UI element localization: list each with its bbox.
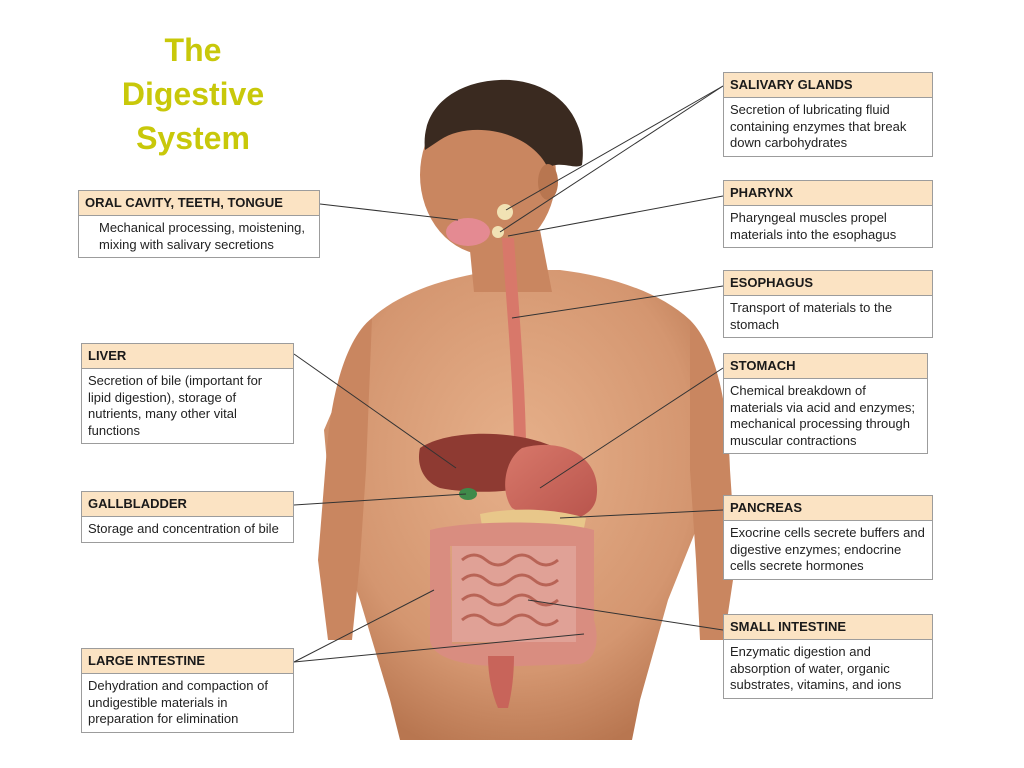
rectum [488, 656, 514, 708]
title-line-3: System [136, 120, 250, 156]
label-small-intestine: SMALL INTESTINE Enzymatic digestion and … [723, 614, 933, 699]
label-text: Storage and concentration of bile [88, 521, 279, 536]
label-heading: PANCREAS [724, 496, 932, 521]
label-stomach: STOMACH Chemical breakdown of materials … [723, 353, 928, 454]
ear [538, 164, 558, 200]
salivary-gland-2 [492, 226, 504, 238]
intestine-coils [461, 553, 559, 627]
label-heading: LIVER [82, 344, 293, 369]
label-text: Enzymatic digestion and absorption of wa… [730, 644, 902, 692]
label-pancreas: PANCREAS Exocrine cells secrete buffers … [723, 495, 933, 580]
label-liver: LIVER Secretion of bile (important for l… [81, 343, 294, 444]
label-text: Secretion of lubricating fluid containin… [730, 102, 907, 150]
leader-liver [293, 353, 457, 469]
esophagus-tube [502, 238, 526, 440]
label-heading: STOMACH [724, 354, 927, 379]
label-heading: SMALL INTESTINE [724, 615, 932, 640]
label-esophagus: ESOPHAGUS Transport of materials to the … [723, 270, 933, 338]
label-heading: ORAL CAVITY, TEETH, TONGUE [79, 191, 319, 216]
label-text: Secretion of bile (important for lipid d… [88, 373, 263, 438]
label-text: Dehydration and compaction of undigestib… [88, 678, 268, 726]
leader-pharynx [507, 195, 724, 237]
label-heading: GALLBLADDER [82, 492, 293, 517]
leader-stomach [539, 367, 724, 489]
oral-cavity [446, 218, 490, 246]
hair [424, 79, 583, 168]
label-salivary-glands: SALIVARY GLANDS Secretion of lubricating… [723, 72, 933, 157]
leader-oral [319, 203, 459, 221]
large-intestine-organ [430, 522, 597, 667]
leader-salivary-2 [499, 85, 724, 233]
label-text: Chemical breakdown of materials via acid… [730, 383, 915, 448]
title-line-2: Digestive [121, 76, 265, 112]
label-heading: ESOPHAGUS [724, 271, 932, 296]
label-oral-cavity: ORAL CAVITY, TEETH, TONGUE Mechanical pr… [78, 190, 320, 258]
label-text: Exocrine cells secrete buffers and diges… [730, 525, 925, 573]
title-line-1: The [164, 32, 222, 68]
label-text: Mechanical processing, moistening, mixin… [99, 220, 305, 252]
leader-esophagus [511, 285, 724, 319]
label-text: Pharyngeal muscles propel materials into… [730, 210, 897, 242]
label-heading: LARGE INTESTINE [82, 649, 293, 674]
leader-pancreas [559, 509, 724, 519]
label-large-intestine: LARGE INTESTINE Dehydration and compacti… [81, 648, 294, 733]
label-heading: PHARYNX [724, 181, 932, 206]
leader-large-intestine [293, 589, 435, 663]
left-arm [318, 318, 372, 640]
leader-small-intestine [527, 599, 724, 631]
label-pharynx: PHARYNX Pharyngeal muscles propel materi… [723, 180, 933, 248]
leader-large-intestine-2 [293, 633, 585, 663]
leader-gallbladder [293, 493, 467, 506]
leader-salivary [505, 85, 724, 211]
page-title: The Digestive System [108, 28, 278, 160]
label-text: Transport of materials to the stomach [730, 300, 893, 332]
label-gallbladder: GALLBLADDER Storage and concentration of… [81, 491, 294, 543]
stomach-organ [505, 444, 598, 521]
gallbladder-organ [459, 488, 477, 500]
label-heading: SALIVARY GLANDS [724, 73, 932, 98]
